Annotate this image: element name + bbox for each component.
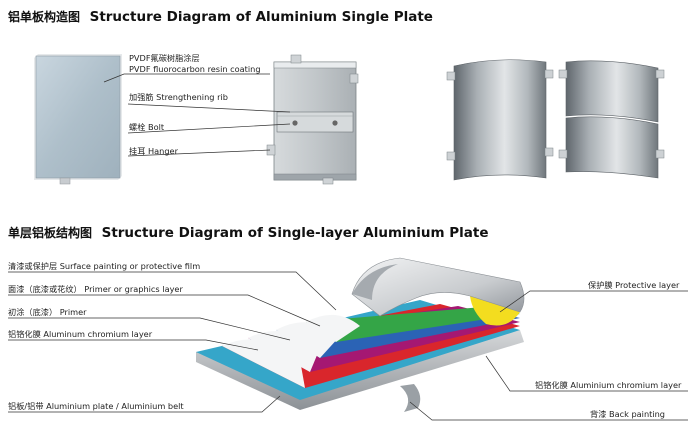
curved-panel-single <box>446 59 554 181</box>
protective-film-curl <box>352 264 398 300</box>
back-plate <box>266 54 359 185</box>
label-rib: 加强筋 Strengthening rib <box>129 92 228 102</box>
front-plate-face <box>35 55 121 179</box>
leader-surface <box>8 271 337 311</box>
hanger-right <box>349 73 359 84</box>
bolt-right <box>332 120 338 126</box>
curved-panel-single-body <box>453 59 547 181</box>
curved-hanger-6 <box>655 69 665 79</box>
leader-coating <box>103 73 270 83</box>
label-bolt: 螺栓 Bolt <box>129 122 165 132</box>
label-primer-graphics: 面漆（底漆或花纹） Primer or graphics layer <box>8 284 183 294</box>
section2-title-cn: 单层铝板结构图 <box>8 226 93 240</box>
label-back: 背漆 Back painting <box>590 409 666 419</box>
leader-chromium-left <box>8 339 259 351</box>
label-primer: 初涂（底漆） Primer <box>8 307 87 317</box>
curved-hanger-5 <box>558 69 568 79</box>
section1-title-en: Structure Diagram of Aluminium Single Pl… <box>89 9 433 25</box>
separator-4 <box>306 314 360 342</box>
curved-hanger-8 <box>655 149 665 159</box>
section1-title: 铝单板构造图 Structure Diagram of Aluminium Si… <box>8 6 433 25</box>
leader-chromium-right <box>485 355 688 392</box>
back-plate-bottom-flange <box>273 173 357 181</box>
leader-back <box>409 401 688 421</box>
leader-bolt <box>127 123 291 134</box>
label-coating-cn: PVDF氟碳树脂涂层 <box>129 53 200 63</box>
hanger-bottom <box>322 177 334 185</box>
curved-panel-upper <box>565 60 659 123</box>
label-chromium-left: 铝铬化膜 Aluminum chromium layer <box>8 329 153 339</box>
strengthening-rib <box>276 111 354 133</box>
hanger-top-left <box>290 54 302 64</box>
leader-rib <box>127 103 291 113</box>
curved-panel-lower <box>565 116 659 179</box>
back-plate-top-flange <box>273 61 357 69</box>
curved-hanger-4 <box>544 147 554 157</box>
label-hanger: 挂耳 Hanger <box>129 146 178 156</box>
section2-leaders <box>8 271 688 421</box>
label-surface: 清漆或保护层 Surface painting or protective fi… <box>8 261 201 271</box>
section2-title-en: Structure Diagram of Single-layer Alumin… <box>101 225 489 241</box>
curved-hanger-3 <box>446 151 456 161</box>
bolt-left <box>292 120 298 126</box>
leader-primer <box>8 317 291 341</box>
label-plate: 铝板/铝带 Aluminium plate / Aluminium belt <box>8 401 184 411</box>
curved-hanger-1 <box>446 71 456 81</box>
curved-hanger-7 <box>558 149 568 159</box>
label-protective: 保护膜 Protective layer <box>588 280 680 290</box>
front-plate <box>34 54 122 185</box>
back-painting-curl <box>400 384 421 412</box>
label-chromium-right: 铝铬化膜 Aluminium chromium layer <box>535 380 682 390</box>
protective-film-roll <box>351 257 525 317</box>
curved-hanger-2 <box>544 69 554 79</box>
section2-title: 单层铝板结构图 Structure Diagram of Single-laye… <box>8 222 489 241</box>
curved-panel-double <box>558 60 665 179</box>
front-plate-hanger-bottom <box>59 177 71 185</box>
leader-hanger <box>127 149 271 157</box>
leader-protective <box>499 290 688 313</box>
layered-plate <box>196 257 525 412</box>
leader-primer-graphics <box>8 294 321 327</box>
section1-title-cn: 铝单板构造图 <box>8 10 81 24</box>
label-coating-en: PVDF fluorocarbon resin coating <box>129 64 261 74</box>
layer-green <box>306 306 520 342</box>
layer-yellow <box>470 296 520 326</box>
leader-plate <box>8 395 281 413</box>
section1-leaders <box>103 73 291 157</box>
